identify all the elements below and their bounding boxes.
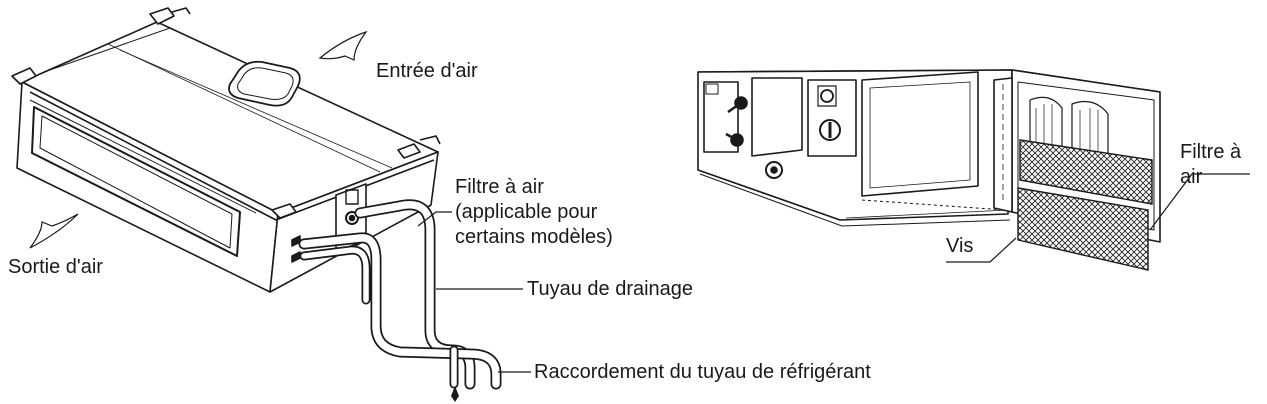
mounting-bracket bbox=[11, 67, 37, 85]
mounting-bracket bbox=[271, 203, 297, 219]
air-inlet-arrow-icon bbox=[318, 30, 368, 61]
drip-icon bbox=[451, 386, 459, 402]
air-filter-label-left: Filtre à air (applicable pour certains m… bbox=[455, 175, 613, 250]
air-filter-label-line: air bbox=[1180, 166, 1203, 188]
mounting-bracket bbox=[419, 135, 441, 145]
air-filter-label-line: Filtre à air bbox=[455, 176, 544, 198]
air-outlet-label: Sortie d'air bbox=[8, 256, 103, 278]
control-box-panel bbox=[751, 77, 803, 157]
refrigerant-pipes bbox=[298, 199, 502, 390]
air-filter-panel bbox=[1017, 187, 1149, 271]
drain-pipe bbox=[299, 245, 459, 389]
leader-lines-right bbox=[946, 173, 1250, 263]
air-filter-label-line: Filtre à bbox=[1180, 141, 1242, 163]
screw-label: Vis bbox=[946, 235, 974, 257]
air-outlet-grille bbox=[31, 106, 241, 257]
refrigerant-connection-label: Raccordement du tuyau de réfrigérant bbox=[534, 361, 871, 383]
air-filter-label-right: Filtre à air bbox=[1180, 140, 1241, 190]
air-filter-label-line: certains modèles) bbox=[455, 226, 613, 248]
mounting-bracket bbox=[397, 143, 421, 159]
access-panel bbox=[861, 71, 979, 197]
air-inlet-label: Entrée d'air bbox=[376, 60, 478, 82]
air-filter-label-line: (applicable pour bbox=[455, 201, 598, 223]
ducted-unit-left bbox=[11, 7, 441, 293]
drain-pipe-label: Tuyau de drainage bbox=[527, 278, 694, 300]
leader-lines-left bbox=[417, 211, 531, 373]
mounting-bracket bbox=[149, 7, 175, 25]
air-filter-right bbox=[1017, 139, 1153, 271]
air-outlet-arrow-icon bbox=[29, 213, 79, 249]
